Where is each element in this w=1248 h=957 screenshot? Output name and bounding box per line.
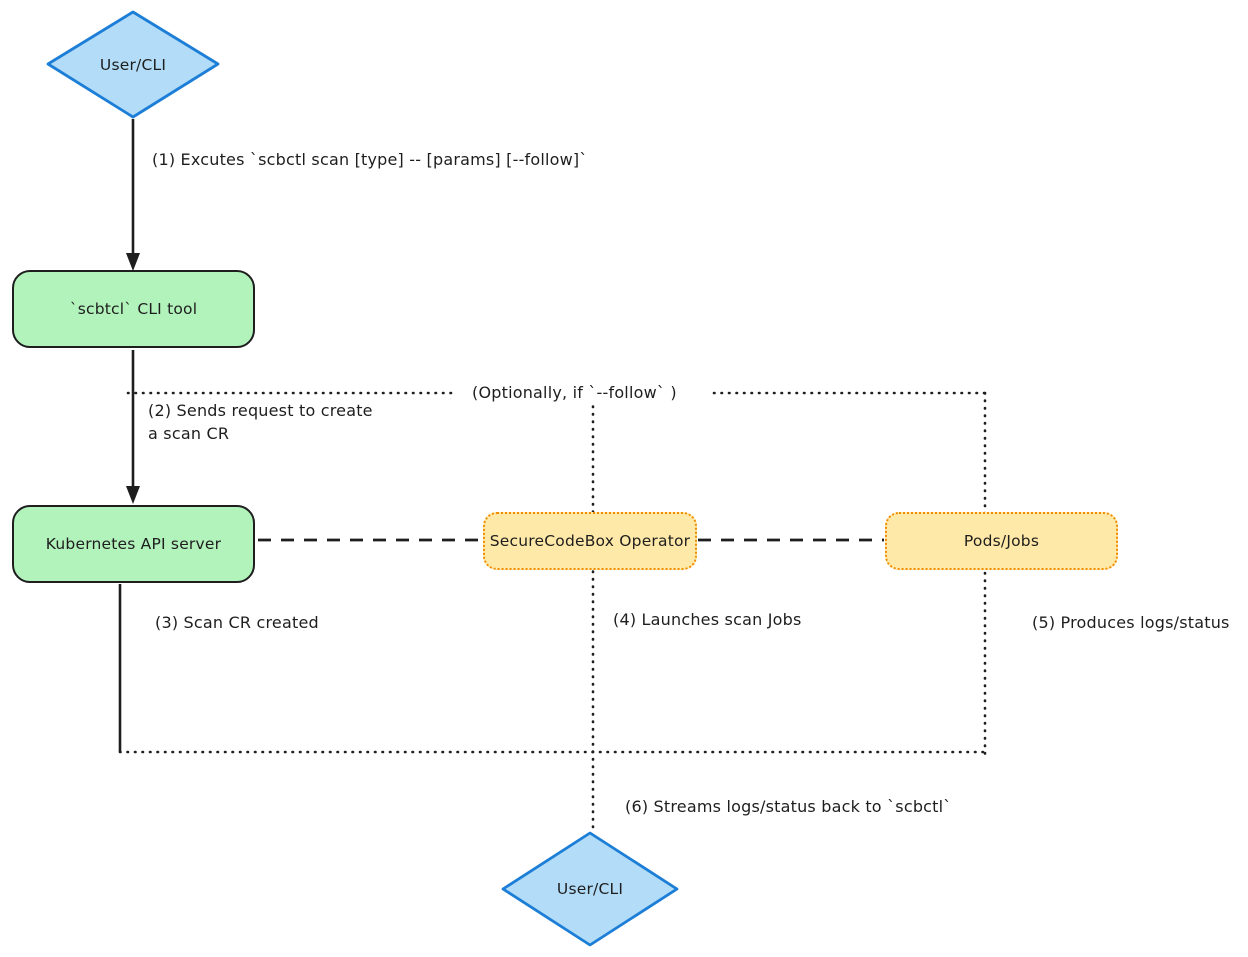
edge-label-step3: (3) Scan CR created — [155, 613, 319, 632]
node-pods-jobs: Pods/Jobs — [885, 512, 1118, 570]
edge-label-step6: (6) Streams logs/status back to `scbctl` — [625, 797, 952, 816]
diamond-user-cli-bottom — [501, 831, 679, 947]
node-scbtcl-cli-tool: `scbtcl` CLI tool — [12, 270, 255, 348]
node-user-cli-bottom-label: User/CLI — [556, 880, 624, 898]
edge-label-optional-follow: (Optionally, if `--follow` ) — [466, 381, 683, 404]
node-securecodebox-operator: SecureCodeBox Operator — [483, 512, 697, 570]
node-user-cli-top-label: User/CLI — [99, 55, 167, 74]
edge-label-step5: (5) Produces logs/status — [1032, 613, 1230, 632]
edge-label-step4: (4) Launches scan Jobs — [613, 610, 802, 629]
edge-label-step1: (1) Excutes `scbctl scan [type] -- [para… — [152, 150, 588, 169]
arrow-step2-head — [126, 486, 140, 504]
arrow-step1-head — [126, 253, 140, 271]
node-kubernetes-api-server: Kubernetes API server — [12, 505, 255, 583]
edge-label-step2: (2) Sends request to create a scan CR — [148, 401, 373, 443]
diamond-user-cli-top — [46, 10, 220, 119]
